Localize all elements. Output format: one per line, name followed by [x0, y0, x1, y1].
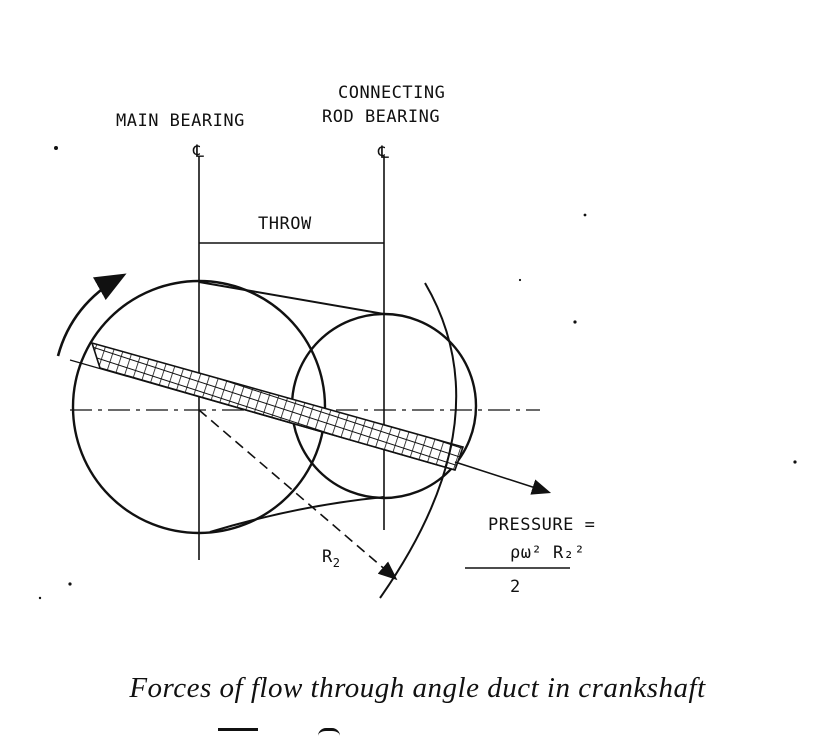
noise-dot: [793, 460, 797, 464]
noise-dot: [583, 213, 587, 217]
main-bearing-label: MAIN BEARING: [116, 111, 245, 131]
cropped-text-fragment: [318, 728, 340, 738]
noise-dot: [54, 146, 58, 150]
connecting-label-line2: ROD BEARING: [322, 107, 440, 127]
connecting-label-line1: CONNECTING: [338, 83, 445, 103]
main-centerline-symbol: ℄: [192, 142, 204, 162]
r2-label: R2: [322, 547, 340, 570]
formula-denominator: 2: [510, 577, 521, 597]
flow-direction-arrow: [454, 461, 552, 495]
noise-dot: [38, 596, 42, 600]
oil-duct-hatched: [90, 341, 465, 471]
formula-numerator: ρω² R₂²: [510, 543, 585, 563]
crank-web-bottom-edge: [209, 496, 385, 533]
main-bearing-circle: [71, 279, 327, 535]
r2-outer-arc: [379, 282, 458, 599]
rod-centerline-symbol: ℄: [377, 143, 389, 163]
cropped-text-fragment: [218, 728, 258, 738]
rotation-arrow: [56, 273, 127, 357]
noise-dot: [573, 320, 577, 324]
pressure-label: PRESSURE =: [488, 515, 595, 535]
crank-web-top-edge: [198, 281, 385, 315]
r2-radius-line: [198, 409, 398, 581]
figure-caption: Forces of flow through angle duct in cra…: [129, 672, 706, 704]
noise-dot: [68, 582, 72, 586]
throw-label: THROW: [258, 214, 312, 234]
oil-duct-lower-edge: [69, 359, 456, 471]
noise-dot: [518, 278, 522, 282]
